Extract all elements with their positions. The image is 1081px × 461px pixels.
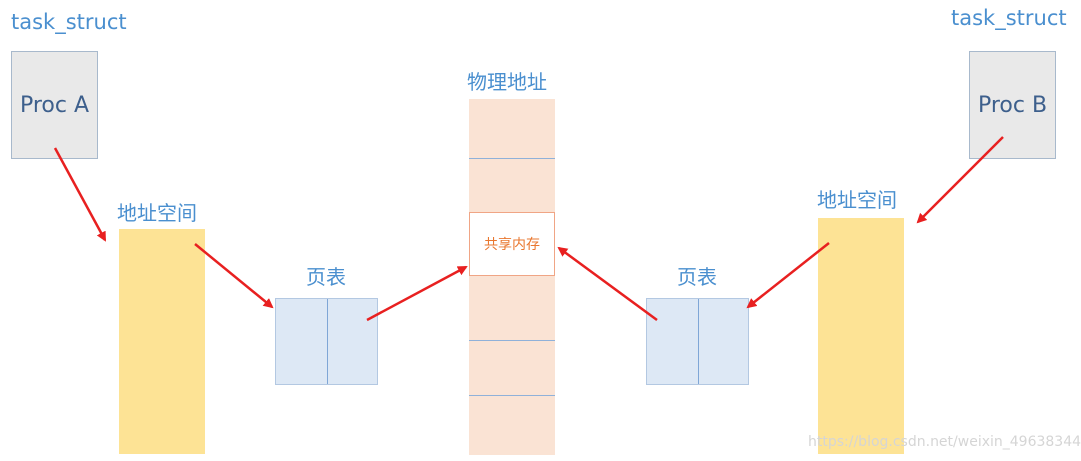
proc-a-box: Proc A <box>11 51 98 159</box>
address-space-label-b: 地址空间 <box>817 188 897 212</box>
arrow-proc-b-to-address-space <box>916 136 1004 224</box>
page-table-label-b: 页表 <box>677 265 717 289</box>
page-table-label-a: 页表 <box>306 265 346 289</box>
page-table-a-divider <box>326 299 328 384</box>
page-table-b <box>646 298 749 385</box>
arrow-page-table-b-to-shared-memory <box>557 246 658 322</box>
address-space-b <box>818 218 904 454</box>
arrow-page-table-a-to-shared-memory <box>366 265 468 322</box>
address-space-label-a: 地址空间 <box>117 201 197 225</box>
proc-b-box: Proc B <box>969 51 1056 159</box>
page-table-b-divider <box>697 299 699 384</box>
page-table-a <box>275 298 378 385</box>
watermark: https://blog.csdn.net/weixin_49638344 <box>808 434 1081 450</box>
proc-b-label: Proc B <box>977 92 1048 118</box>
physical-row-divider <box>469 395 555 396</box>
address-space-a <box>119 229 205 454</box>
arrow-proc-a-to-address-space <box>53 147 107 242</box>
task-struct-label-a: task_struct <box>11 10 127 34</box>
task-struct-label-b: task_struct <box>951 6 1067 30</box>
physical-memory-column <box>469 99 555 455</box>
physical-row-divider <box>469 158 555 159</box>
proc-a-label: Proc A <box>19 92 90 118</box>
physical-address-title: 物理地址 <box>467 70 547 94</box>
physical-row-divider <box>469 340 555 341</box>
arrow-address-space-a-to-page-table <box>194 243 274 309</box>
shared-memory-block: 共享内存 <box>469 212 555 276</box>
arrow-address-space-b-to-page-table <box>746 242 830 309</box>
shared-memory-label: 共享内存 <box>484 237 540 253</box>
